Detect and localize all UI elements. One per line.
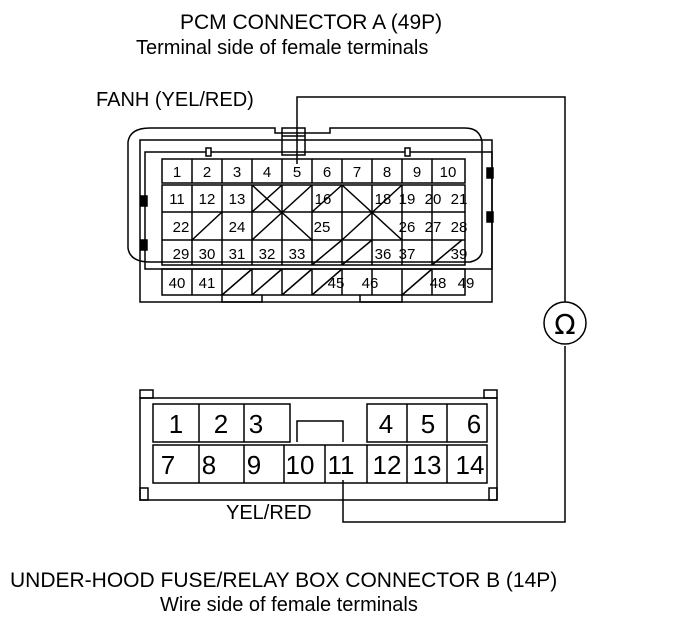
pcm-pin: 12	[199, 191, 216, 208]
yel-red-wire-label: YEL/RED	[226, 502, 312, 524]
fuse-box-connector-title: UNDER-HOOD FUSE/RELAY BOX CONNECTOR B (1…	[10, 569, 558, 592]
fuse-pin: 7	[161, 450, 175, 480]
fuse-pin: 5	[421, 409, 435, 439]
pcm-pin: 9	[413, 164, 421, 181]
fuse-pin: 1	[169, 409, 183, 439]
fuse-pin-yel-red: 11	[328, 450, 355, 480]
pcm-pin: 29	[173, 246, 190, 263]
ohmmeter-icon	[543, 301, 587, 345]
pcm-pin-numbers: 1 2 3 4 5 6 7 8 9 10 11 12 13 16 18 19 2…	[169, 164, 475, 292]
pcm-pin: 37	[399, 246, 416, 263]
pcm-pin: 27	[425, 219, 442, 236]
pcm-pin: 46	[362, 275, 379, 292]
pcm-pin: 21	[451, 191, 468, 208]
pcm-row-5	[161, 268, 466, 296]
pcm-pin: 24	[229, 219, 246, 236]
pcm-row-1	[161, 158, 466, 184]
pcm-connector-subtitle: Terminal side of female terminals	[136, 37, 429, 59]
pcm-pin: 3	[233, 164, 241, 181]
pcm-pin: 10	[440, 164, 457, 181]
pcm-pin: 41	[199, 275, 216, 292]
fuse-pin: 6	[467, 409, 481, 439]
pcm-pin: 31	[229, 246, 246, 263]
pcm-pin: 1	[173, 164, 181, 181]
fuse-pin: 2	[214, 409, 228, 439]
fuse-box-connector-housing	[139, 389, 498, 501]
pcm-pin: 4	[263, 164, 271, 181]
pcm-pin: 30	[199, 246, 216, 263]
pcm-pin: 8	[383, 164, 391, 181]
pcm-pin: 16	[315, 191, 332, 208]
test-lead-wires	[296, 96, 566, 523]
fuse-box-connector-subtitle: Wire side of female terminals	[160, 594, 418, 616]
pcm-pin: 45	[328, 275, 345, 292]
pcm-pin: 6	[323, 164, 331, 181]
pcm-pin: 48	[430, 275, 447, 292]
pcm-pin: 22	[173, 219, 190, 236]
pcm-pin: 36	[375, 246, 392, 263]
pcm-pin: 11	[169, 191, 185, 208]
pcm-pin: 18	[375, 191, 392, 208]
fanh-wire-label: FANH (YEL/RED)	[96, 89, 254, 111]
fuse-box-pin-numbers: 1 2 3 4 5 6 7 8 9 10 11 12 13 14	[161, 409, 485, 480]
pcm-pin: 33	[289, 246, 306, 263]
pcm-pin: 39	[451, 246, 468, 263]
fuse-pin: 8	[202, 450, 216, 480]
pcm-pin: 49	[458, 275, 475, 292]
pcm-pin: 28	[451, 219, 468, 236]
fuse-pin: 10	[286, 450, 315, 480]
pcm-pin: 13	[229, 191, 246, 208]
pcm-pin: 2	[203, 164, 211, 181]
pcm-pin: 7	[353, 164, 361, 181]
pcm-connector-title: PCM CONNECTOR A (49P)	[180, 11, 443, 34]
fuse-pin: 12	[373, 450, 402, 480]
pcm-pin: 26	[399, 219, 416, 236]
pcm-pin: 25	[314, 219, 331, 236]
fuse-pin: 9	[247, 450, 261, 480]
pcm-pin: 20	[425, 191, 442, 208]
fuse-pin: 4	[379, 409, 393, 439]
pcm-pin: 19	[399, 191, 416, 208]
pcm-pin: 32	[259, 246, 276, 263]
pcm-rows-2-4	[161, 184, 466, 266]
pcm-unused-cavity-marks	[191, 184, 463, 296]
pcm-pin-fanh: 5	[293, 164, 301, 181]
ohm-symbol: Ω	[554, 308, 575, 341]
fuse-pin: 13	[413, 450, 442, 480]
pcm-pin: 40	[169, 275, 186, 292]
fuse-pin: 3	[249, 409, 263, 439]
fuse-pin: 14	[456, 450, 485, 480]
